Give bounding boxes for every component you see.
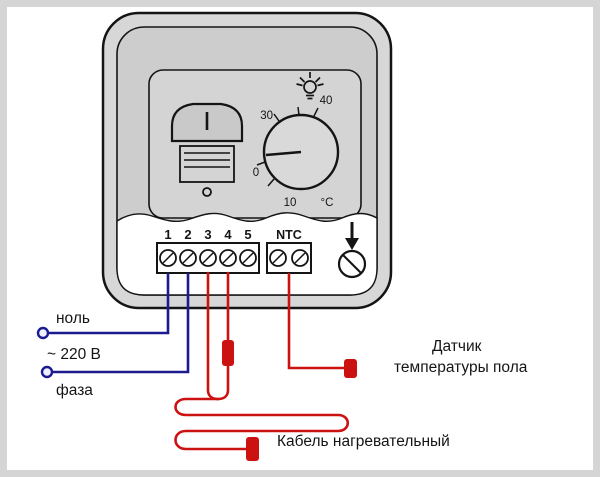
heating-lead-right <box>216 271 230 401</box>
terminal-block-ntc: NTC <box>266 228 312 274</box>
dial-indicator <box>265 150 302 157</box>
sensor-end-cap <box>344 359 357 378</box>
dial-label-10: 10 <box>284 197 297 209</box>
label-sensor-line1: Датчик <box>432 338 482 355</box>
mains-wires <box>36 273 190 379</box>
down-arrow-icon <box>345 238 359 250</box>
phase-terminal-dot <box>40 365 54 379</box>
terminal-number-2: 2 <box>184 227 191 242</box>
heating-cable-wiring <box>174 271 350 461</box>
label-sensor-line2: температуры пола <box>394 359 528 376</box>
power-switch <box>170 102 244 197</box>
switch-dot <box>202 187 212 197</box>
switch-slider-box <box>179 145 235 183</box>
cable-coupler <box>222 340 234 366</box>
lamp-icon <box>296 72 324 100</box>
ntc-screw-slots <box>272 252 306 264</box>
ground-screw-slot <box>342 254 362 274</box>
terminal-number-5: 5 <box>244 227 251 242</box>
terminal-number-4: 4 <box>224 227 232 242</box>
terminal-number-1: 1 <box>164 227 171 242</box>
label-voltage: ~ 220 В <box>47 346 101 363</box>
ntc-label: NTC <box>276 228 302 242</box>
dial-label-30: 30 <box>260 110 273 122</box>
neutral-wire <box>49 273 170 335</box>
label-heating-cable: Кабель нагревательный <box>277 433 450 450</box>
terminal-block-main: 1 2 3 4 5 <box>156 227 260 274</box>
label-phase: фаза <box>56 382 93 399</box>
terminal-number-3: 3 <box>204 227 211 242</box>
label-neutral: ноль <box>56 310 90 327</box>
cable-end-cap <box>246 437 259 461</box>
dial-label-unit: °C <box>321 197 334 209</box>
sensor-wire <box>287 273 344 370</box>
dial-label-0: 0 <box>253 167 259 179</box>
phase-wire <box>53 273 190 374</box>
terminal-screw-slots <box>162 252 254 264</box>
dial-label-40: 40 <box>320 95 333 107</box>
neutral-terminal-dot <box>36 326 50 340</box>
ground-screw-group <box>337 222 367 279</box>
heating-cable-serpentine <box>174 397 350 451</box>
dial-ticks <box>256 106 319 187</box>
sensor-wiring <box>287 273 357 378</box>
temperature-dial: 30 40 0 10 °C <box>253 95 340 209</box>
